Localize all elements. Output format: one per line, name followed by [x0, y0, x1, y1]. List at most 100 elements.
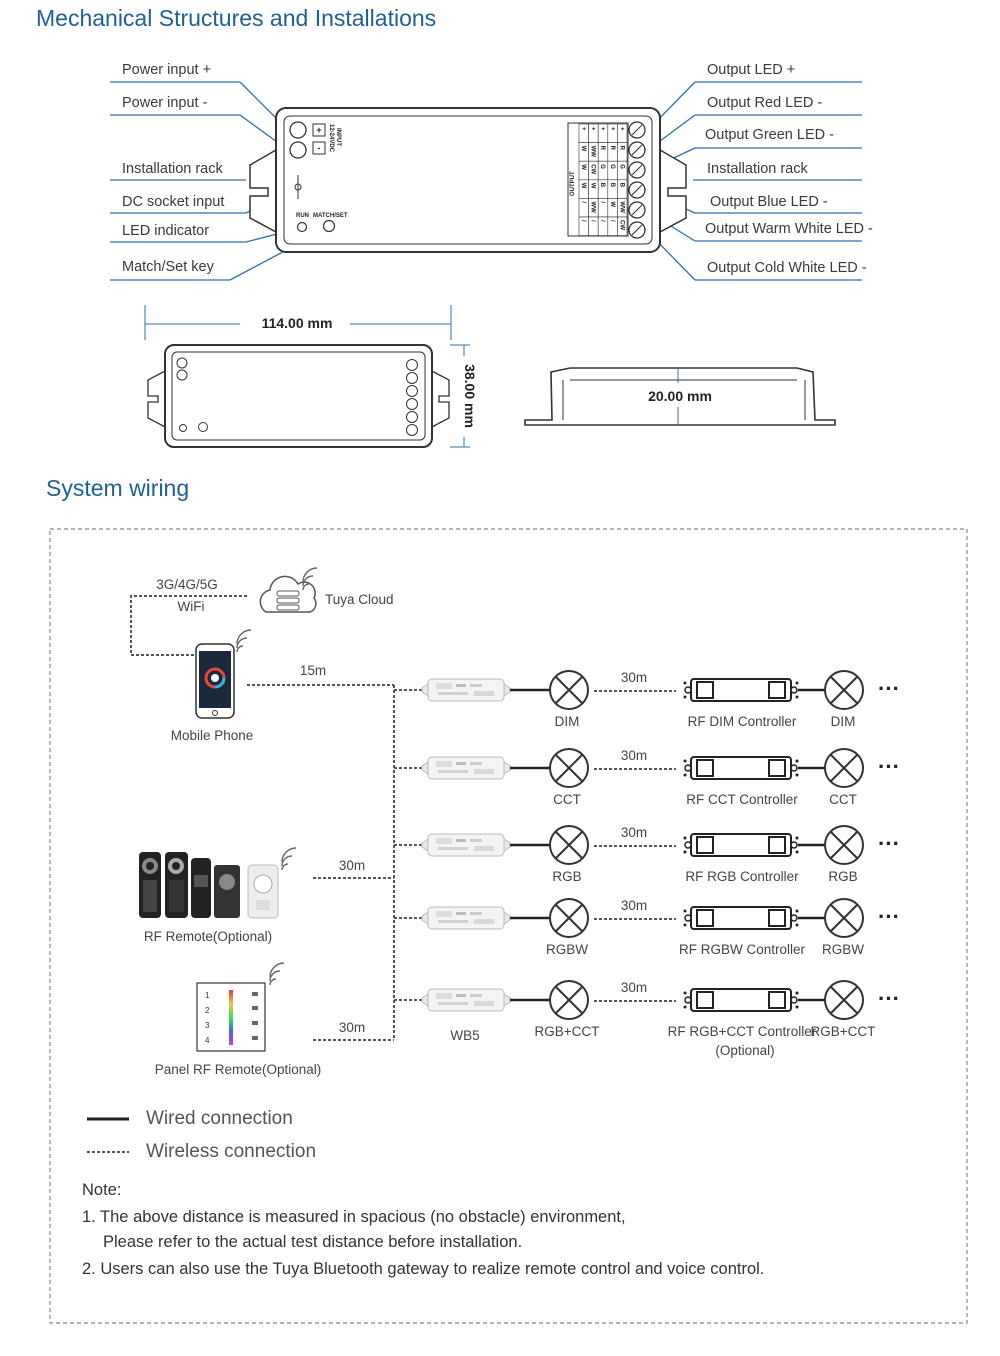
device-model-label: WB5 — [450, 1028, 479, 1043]
cloud-icon — [259, 575, 317, 613]
panel-key-3: 3 — [205, 1021, 210, 1030]
output-grid-cell: W — [580, 164, 586, 170]
rf-controller-icon — [682, 833, 800, 857]
panel-key-1: 1 — [205, 991, 210, 1000]
right-labels: Output LED + Output Red LED - Output Gre… — [705, 62, 873, 276]
end-lamp-label: RGBW — [822, 942, 864, 957]
output-grid-cell: B — [599, 183, 605, 188]
note-line-2: 2. Users can also use the Tuya Bluetooth… — [82, 1260, 764, 1278]
dim-length: 114.00 mm — [262, 315, 333, 331]
phone-cloud-link — [130, 595, 247, 656]
output-grid-cell: WW — [590, 201, 596, 213]
end-lamp-label: RGB+CCT — [811, 1024, 876, 1039]
match-set-button[interactable] — [322, 219, 336, 233]
device-input-voltage: 12-24VDC — [328, 124, 334, 153]
left-label-lines — [110, 81, 329, 281]
end-lamp-label: CCT — [829, 792, 857, 807]
rf-remote-wifi-icon — [281, 847, 297, 871]
cloud-label: Tuya Cloud — [325, 592, 394, 607]
output-grid-cell: / — [590, 220, 596, 222]
output-grid-cell: CW — [590, 164, 596, 174]
end-lamp-icon — [824, 825, 864, 865]
output-grid-cell: / — [580, 201, 586, 203]
wb5-controller — [421, 678, 511, 702]
lamp-icon — [549, 748, 589, 788]
label-led-indicator: LED indicator — [122, 223, 209, 239]
end-lamp-icon — [824, 980, 864, 1020]
panel-remote-icon: 1 2 3 4 — [196, 982, 266, 1052]
network-label: 3G/4G/5G — [156, 577, 218, 592]
section-title-mechanical: Mechanical Structures and Installations — [36, 5, 436, 31]
left-labels: Power input + Power input - Installation… — [122, 62, 224, 275]
lamp-label: CCT — [553, 792, 581, 807]
output-grid-cell: / — [599, 201, 605, 203]
label-installation-rack-left: Installation rack — [122, 161, 223, 177]
wireless-distance: 30m — [621, 825, 647, 840]
output-grid-cell: WW — [618, 201, 624, 213]
output-grid-cell: CW — [618, 220, 624, 230]
dimension-side-view: 20.00 mm — [524, 367, 836, 426]
rf-controller-icon — [682, 756, 800, 780]
lamp-icon — [549, 670, 589, 710]
rf-controller-icon — [682, 988, 800, 1012]
rf-controller-label: RF RGB+CCT Controller — [668, 1024, 817, 1039]
continuation-ellipsis: ··· — [878, 986, 900, 1011]
label-match-set-key: Match/Set key — [122, 259, 215, 275]
note-line-1: 1. The above distance is measured in spa… — [82, 1208, 626, 1226]
rf-controller-icon — [682, 906, 800, 930]
rf-controller-label: RF RGBW Controller — [679, 942, 806, 957]
output-grid-cell: W — [590, 183, 596, 189]
terminal-plus-mark: + — [316, 125, 321, 135]
note-heading: Note: — [82, 1181, 121, 1199]
output-grid-cell: / — [580, 220, 586, 222]
output-terminals — [628, 121, 646, 239]
terminal-minus — [289, 141, 307, 159]
output-grid-cell: + — [599, 127, 605, 131]
terminal-plus — [289, 121, 307, 139]
controller-row: RGB 30m RF RGB Controller RGB ··· — [394, 825, 900, 884]
phone-wifi-icon — [236, 629, 252, 653]
label-power-input-minus: Power input - — [122, 95, 208, 111]
lamp-label: RGB+CCT — [535, 1024, 600, 1039]
wb5-controller — [421, 906, 511, 930]
phone-label: Mobile Phone — [171, 728, 254, 743]
continuation-ellipsis: ··· — [878, 831, 900, 856]
rf-controller-label: RF DIM Controller — [688, 714, 797, 729]
device-input-text: INPUT — [335, 128, 341, 146]
lamp-icon — [549, 898, 589, 938]
label-output-red: Output Red LED - — [707, 95, 822, 111]
legend-wired-label: Wired connection — [146, 1108, 293, 1129]
label-power-input-plus: Power input + — [122, 62, 211, 78]
rf-remote-label: RF Remote(Optional) — [144, 929, 272, 944]
lamp-label: RGB — [552, 869, 581, 884]
continuation-ellipsis: ··· — [878, 676, 900, 701]
label-output-blue: Output Blue LED - — [710, 194, 828, 210]
end-lamp-label: RGB — [828, 869, 857, 884]
label-output-warm-white: Output Warm White LED - — [705, 221, 873, 237]
lamp-label: RGBW — [546, 942, 588, 957]
wireless-distance: 30m — [621, 898, 647, 913]
output-grid-cell: R — [618, 146, 624, 151]
end-lamp-icon — [824, 670, 864, 710]
wireless-distance: 30m — [621, 670, 647, 685]
label-output-led-plus: Output LED + — [707, 62, 795, 78]
panel-key-2: 2 — [205, 1006, 210, 1015]
lamp-icon — [549, 825, 589, 865]
terminal-minus-mark: - — [318, 143, 321, 153]
end-lamp-icon — [824, 898, 864, 938]
output-grid-cell: G — [609, 164, 615, 169]
panel-label: Panel RF Remote(Optional) — [155, 1062, 322, 1077]
rf-controller-icon — [682, 678, 800, 702]
wireless-distance: 30m — [621, 748, 647, 763]
end-lamp-label: DIM — [831, 714, 856, 729]
output-grid-cell: + — [590, 127, 596, 131]
output-grid-cell: + — [618, 127, 624, 131]
rf-controller-label: RF RGB Controller — [685, 869, 799, 884]
